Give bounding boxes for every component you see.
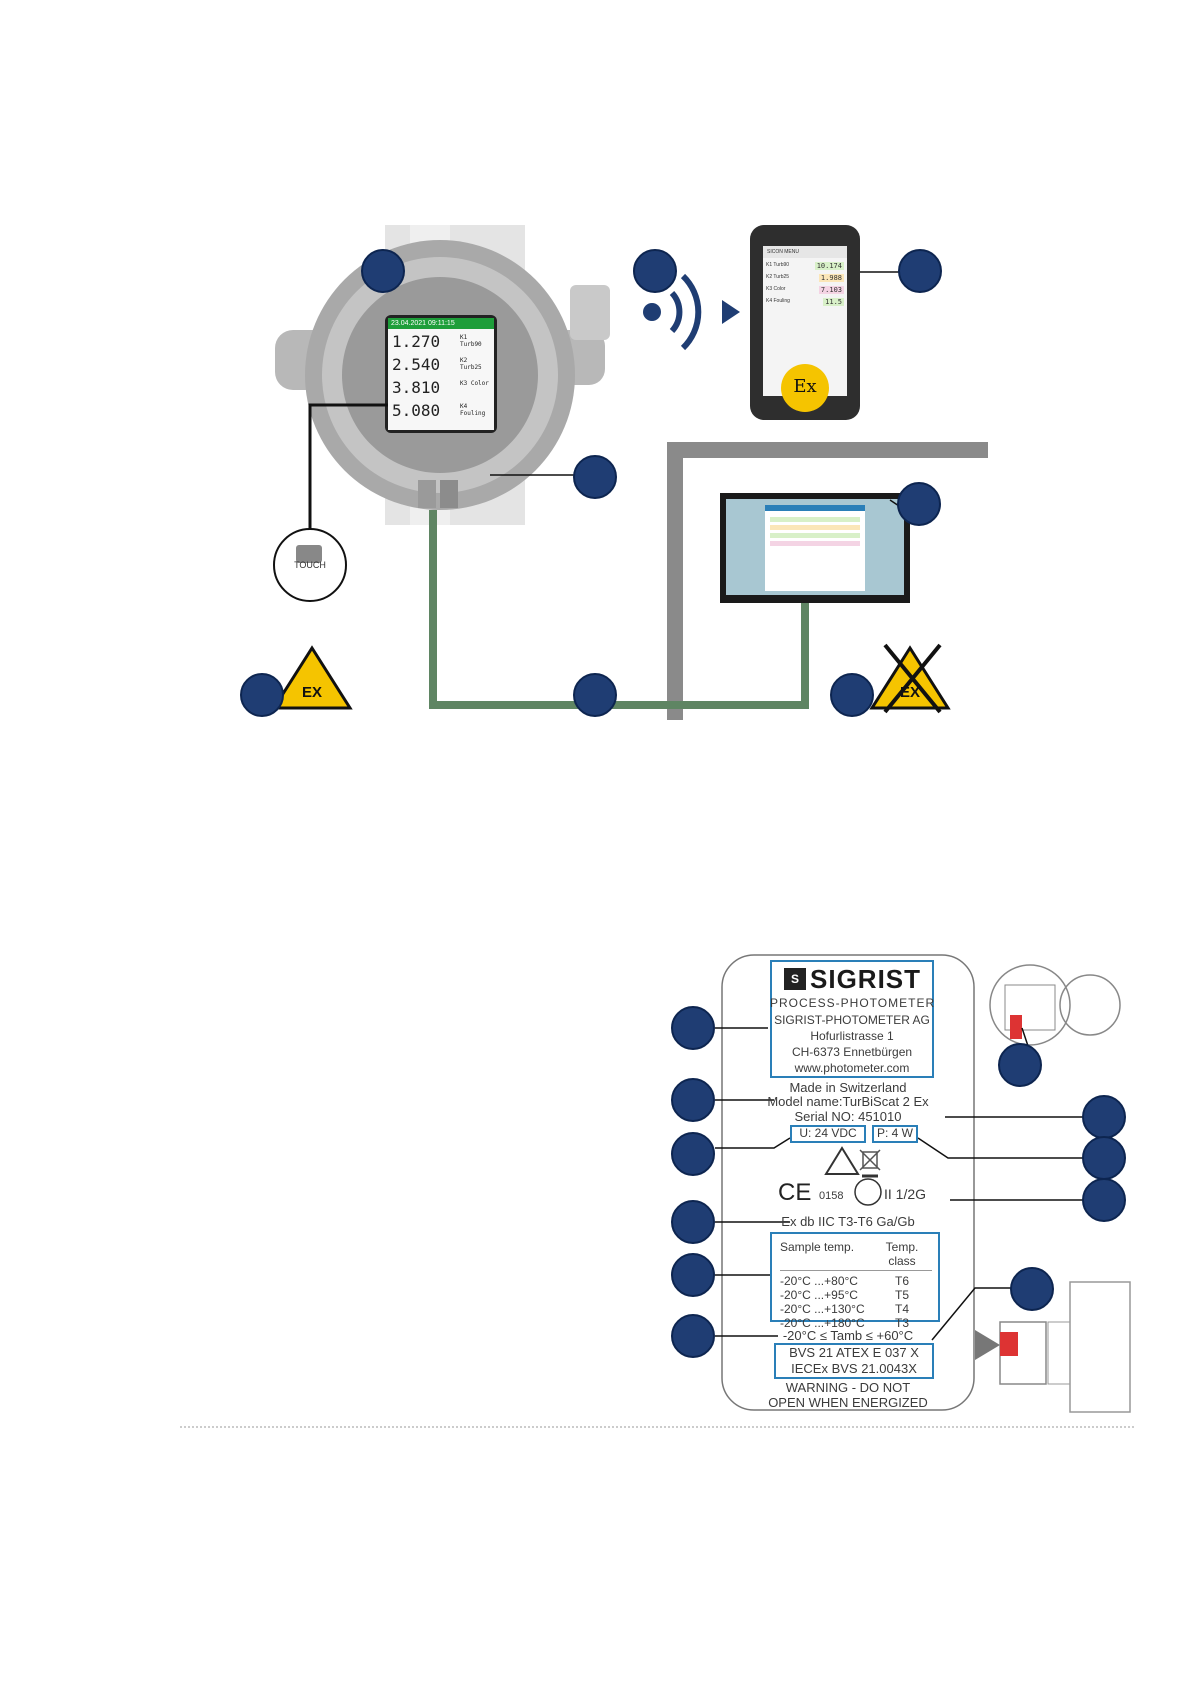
serial-number: Serial NO: 451010 [794,1109,902,1124]
badge-wireless [633,249,677,293]
power: P: 4 W [876,1126,913,1140]
temp-table: Sample temp. Temp. class -20°C ...+80°C … [780,1240,932,1330]
atex-cert: BVS 21 ATEX E 037 X [789,1345,919,1360]
badge-serial [1082,1095,1126,1139]
badge-ambient [671,1314,715,1358]
ce-number: 0158 [819,1190,844,1202]
voltage: U: 24 VDC [799,1126,857,1140]
table-row: -20°C ...+180°C T3 [780,1316,909,1330]
badge-ex-zone [240,673,284,717]
display-row-4: 5.080 [392,401,441,420]
display-row-1-label: K1 Turb90 [460,334,482,348]
badge-model [671,1078,715,1122]
cable [429,510,809,709]
badge-cable [573,673,617,717]
badge-certificates [1010,1267,1054,1311]
atex-ex-icon [854,1178,882,1206]
ex-sign-label: EX [301,684,322,701]
temp-table-header-sample: Sample temp. [780,1240,855,1254]
touch-magnifier [273,528,347,602]
display-header: 23.04.2021 09:11:15 [388,318,494,329]
badge-manufacturer [671,1006,715,1050]
badge-power [1082,1136,1126,1180]
display-row-1: 1.270 [392,332,441,351]
badge-cable-gland [573,455,617,499]
brand-box [770,960,934,1078]
wireless-icon [643,303,661,321]
ambient-temp: -20°C ≤ Tamb ≤ +60°C [782,1328,914,1343]
company-city: CH-6373 Ennetbürgen [791,1045,913,1059]
tablet-reading-2: K2 Turb25 1.988 [766,274,844,282]
table-row: -20°C ...+95°C T5 [780,1288,909,1302]
atex-class: II 1/2G [884,1186,927,1202]
wall [667,442,988,720]
ex-marking: Ex db IIC T3-T6 Ga/Gb [781,1214,915,1229]
display-row-4-label: K4 Fouling [460,403,486,417]
display-row-3: 3.810 [392,378,441,397]
display-row-2-label: K2 Turb25 [460,357,482,371]
table-row: -20°C ...+80°C T6 [780,1274,909,1288]
badge-ex-marking [671,1200,715,1244]
tablet-ex-label: Ex [793,376,817,397]
brand-name: SIGRIST [810,964,922,994]
sigrist-s-icon: S [784,968,806,990]
non-ex-sign-label: EX [899,684,920,701]
ce-mark-icon: CE [778,1179,812,1206]
iecex-cert: IECEx BVS 21.0043X [791,1361,917,1376]
warning-line-2: OPEN WHEN ENERGIZED [768,1395,928,1410]
cert-box [774,1343,934,1379]
tablet-reading-1: K1 Turb90 10.174 [766,262,844,270]
badge-plate-location-top [998,1043,1042,1087]
made-in: Made in Switzerland [789,1080,907,1095]
badge-monitor [897,482,941,526]
brand-subtitle: PROCESS-PHOTOMETER [770,996,936,1010]
nameplate [721,954,975,1411]
tablet-reading-4: K4 Fouling 11.5 [766,298,844,306]
model-name: Model name:TurBiScat 2 Ex [767,1094,929,1109]
tablet-reading-3: K3 Color 7.103 [766,286,844,294]
device-drawing-top [989,964,1071,1046]
badge-voltage [671,1132,715,1176]
table-row: -20°C ...+130°C T4 [780,1302,909,1316]
warning-line-1: WARNING - DO NOT [785,1380,911,1395]
company-street: Hofurlistrasse 1 [810,1029,894,1043]
device-display: 23.04.2021 09:11:15 1.270 K1 Turb90 2.54… [388,318,494,430]
tablet-ex-sign [781,364,829,412]
badge-safe-zone [830,673,874,717]
tablet-screen: SICON MENU K1 Turb90 10.174 K2 Turb25 1.… [763,246,847,366]
warning-triangle-icon [824,1146,860,1175]
temp-table-header-class: Temp. class [885,1240,919,1268]
badge-tablet [898,249,942,293]
badge-temp-table [671,1253,715,1297]
touch-label: TOUCH [294,560,326,570]
badge-housing [361,249,405,293]
company-web: www.photometer.com [794,1061,910,1075]
company-name: SIGRIST-PHOTOMETER AG [774,1013,930,1027]
tablet-title: SICON MENU [763,246,847,258]
display-row-2: 2.540 [392,355,441,374]
arrow-icon [722,300,740,324]
power-box [872,1125,918,1143]
temp-table-box [770,1232,940,1322]
badge-atex [1082,1178,1126,1222]
weee-bin-icon [862,1151,878,1169]
brand-logo: S SIGRIST [780,964,930,994]
voltage-box [790,1125,866,1143]
ex-warning-sign [271,645,353,710]
display-row-3-label: K3 Color [460,380,489,387]
